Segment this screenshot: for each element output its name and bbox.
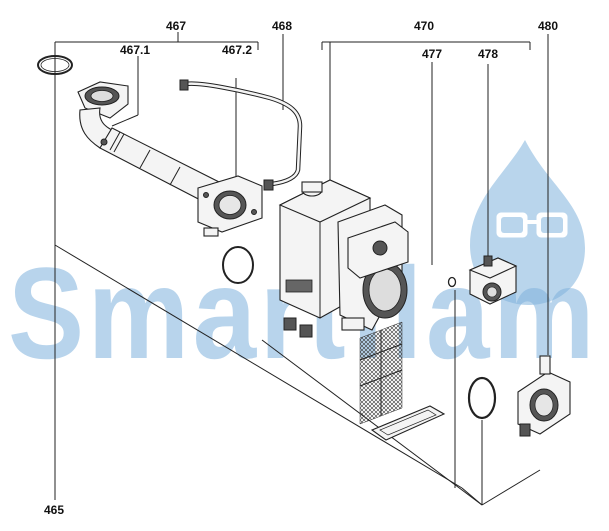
gas-valve-470 <box>278 179 409 338</box>
outlet-flange-480 <box>517 355 571 437</box>
small-o-ring-477 <box>447 276 457 288</box>
gasket-ring <box>222 246 254 284</box>
label-470: 470 <box>414 19 434 33</box>
label-467-1: 467.1 <box>120 43 150 57</box>
pressure-switch-478 <box>468 255 518 305</box>
label-467-2: 467.2 <box>222 43 252 57</box>
label-467: 467 <box>166 19 186 33</box>
label-477: 477 <box>422 47 442 61</box>
leader-lines <box>54 32 549 506</box>
label-480: 480 <box>538 19 558 33</box>
o-ring-480 <box>467 376 497 420</box>
label-465: 465 <box>44 503 64 517</box>
gasket-plate <box>370 405 446 441</box>
flange-467-2 <box>197 175 263 237</box>
label-468: 468 <box>272 19 292 33</box>
gas-pipe-467 <box>77 81 226 206</box>
mesh-filter <box>359 321 403 425</box>
pressure-tube-468 <box>179 79 303 191</box>
o-ring-465 <box>37 55 73 75</box>
label-478: 478 <box>478 47 498 61</box>
